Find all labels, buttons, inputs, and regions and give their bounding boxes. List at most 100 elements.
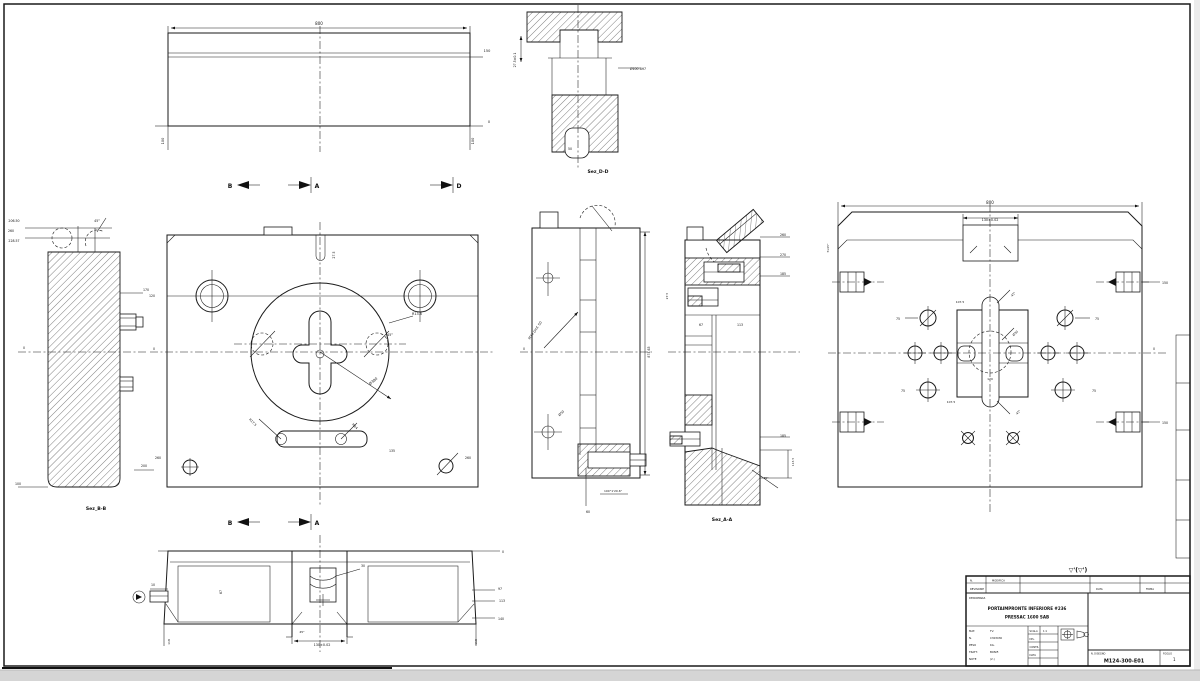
dim-label: 150 xyxy=(1162,421,1168,425)
dim-label: 107.5 xyxy=(947,400,956,404)
dim-label: 67 xyxy=(699,323,703,327)
dim-label: 27.5±0.1 xyxy=(513,53,517,68)
dim-label: 118 xyxy=(474,639,478,645)
drawing-number-label: N. DISEGNO xyxy=(1091,653,1106,656)
dim-label: 75 xyxy=(1092,389,1096,393)
dim-label: 60 xyxy=(586,510,590,514)
dim-label: 135 xyxy=(389,449,395,453)
field-label-3: TRATT. xyxy=(968,650,978,654)
denomination-label: DENOMINAZ. xyxy=(969,596,986,600)
title-block: ▽'(▽') N. MODIFICA REVISIONE DATA FIRMA … xyxy=(965,567,1191,667)
field-value-0: TV. xyxy=(989,629,994,633)
section-label-bb: Sez_B-B xyxy=(86,506,107,512)
cut-letter-a-top: A xyxy=(315,183,320,190)
dim-label: 260 xyxy=(465,456,471,460)
dim-label: 0 xyxy=(23,346,25,350)
dim-label: 45° xyxy=(1015,409,1022,416)
dim-label: Ø30 xyxy=(1011,329,1019,337)
field-label-0: MAT. xyxy=(969,629,975,633)
dim-label: 260 xyxy=(780,233,786,237)
dim-label: 107.5 xyxy=(956,300,965,304)
rev-header-data: DATA xyxy=(1096,587,1103,591)
dim-label: 130±0.02 xyxy=(314,643,331,647)
dim-label: 27.5 xyxy=(665,293,669,300)
rev-header-n: N. xyxy=(970,579,973,583)
revision-strip xyxy=(1175,334,1191,559)
dim-label: 140 xyxy=(498,617,504,621)
cut-letter-a-bottom: A xyxy=(315,520,320,527)
view-top-plate xyxy=(155,26,483,152)
dim-label: 45° xyxy=(299,630,305,634)
dim-label: 206.50 xyxy=(8,219,19,223)
small-field-label-3: DATA xyxy=(1030,653,1037,657)
dim-label: 260 xyxy=(155,456,161,460)
field-value-4: (2.) xyxy=(990,657,995,661)
dim-label: 30 xyxy=(361,564,365,568)
dim-label: 270 xyxy=(780,253,786,257)
dim-label: 75 xyxy=(1095,317,1099,321)
small-field-label-2: CONTR. xyxy=(1030,645,1040,649)
dim-label: 0 xyxy=(523,347,525,351)
dim-label: 75 xyxy=(901,389,905,393)
field-label-4: NOTE xyxy=(969,657,977,661)
sheet-number: 1 xyxy=(1173,657,1176,662)
dim-label: 45° xyxy=(94,219,100,223)
dim-label: 0 xyxy=(488,120,490,124)
cut-letter-d-top: D xyxy=(457,183,462,190)
dim-label: 50 xyxy=(568,147,572,151)
small-field-label-0: SCALA xyxy=(1030,629,1038,633)
dim-label: 800 xyxy=(986,200,994,205)
dim-label: 100 xyxy=(471,138,475,145)
dim-label: 113.5 xyxy=(791,458,795,467)
view-section-aa: Sez_A-A xyxy=(668,208,800,523)
dim-label: M24 prof. 50 xyxy=(527,321,542,341)
dim-label: 185 xyxy=(780,272,786,276)
view-right-plate xyxy=(828,202,1166,512)
field-label-2: PESO xyxy=(969,643,976,647)
drawing-title-line2: PRESSAC 1600 SAB xyxy=(1005,615,1049,620)
field-value-2: KG. xyxy=(990,643,995,647)
dim-label: 0 xyxy=(153,347,155,351)
small-field-label-1: DIS. xyxy=(1030,637,1035,641)
section-label-aa: Sez_A-A xyxy=(712,517,733,523)
drawing-title-line1: PORTAIMPRONTE INFERIORE #236 xyxy=(988,606,1067,611)
dim-label: 45° xyxy=(1010,291,1017,298)
dim-label: 120 xyxy=(987,377,993,381)
dim-label: 10 xyxy=(151,583,155,587)
cut-arrows: B A D B A xyxy=(228,177,462,530)
dim-label: 874.63 xyxy=(647,346,651,357)
dim-label: 67 xyxy=(219,590,223,594)
dim-label: Ø50 xyxy=(557,409,565,417)
dim-label: 0 xyxy=(1153,347,1155,351)
dim-label: R17.5 xyxy=(248,418,257,427)
dim-label: 27.5 xyxy=(332,251,336,258)
dim-label: 100 xyxy=(15,482,21,486)
dim-label: 97 xyxy=(498,587,502,591)
dim-label: 200 xyxy=(141,464,147,468)
dim-label: 45° xyxy=(763,476,769,480)
dim-label: 45° xyxy=(387,333,393,337)
dim-label: 150 xyxy=(484,49,491,53)
dim-label: 228.57 xyxy=(8,239,19,243)
dim-label: M24 xyxy=(351,422,359,430)
dim-label: 113 xyxy=(499,599,505,603)
dim-label: R13.6 xyxy=(412,312,422,316)
rev-header-firma: FIRMA xyxy=(1146,587,1154,591)
projection-symbol xyxy=(1060,628,1089,641)
field-value-1: C303030 xyxy=(990,636,1002,640)
dim-label: 130±0.02 xyxy=(982,218,999,222)
dim-label: 800 xyxy=(315,21,323,26)
view-main-front xyxy=(150,222,495,505)
dim-label: 150 xyxy=(1162,281,1168,285)
dim-label: 118 xyxy=(167,639,171,645)
rev-header-rev: REVISIONE xyxy=(970,587,984,591)
dim-label: 5x45° xyxy=(826,243,830,253)
field-label-1: N. xyxy=(969,636,972,640)
dim-label: 100 xyxy=(161,138,165,145)
dim-label: 113 xyxy=(737,323,743,327)
drawing-number: M124-300-E01 xyxy=(1104,659,1145,665)
dim-label: 185 xyxy=(780,434,786,438)
dim-label: 0 xyxy=(502,550,504,554)
